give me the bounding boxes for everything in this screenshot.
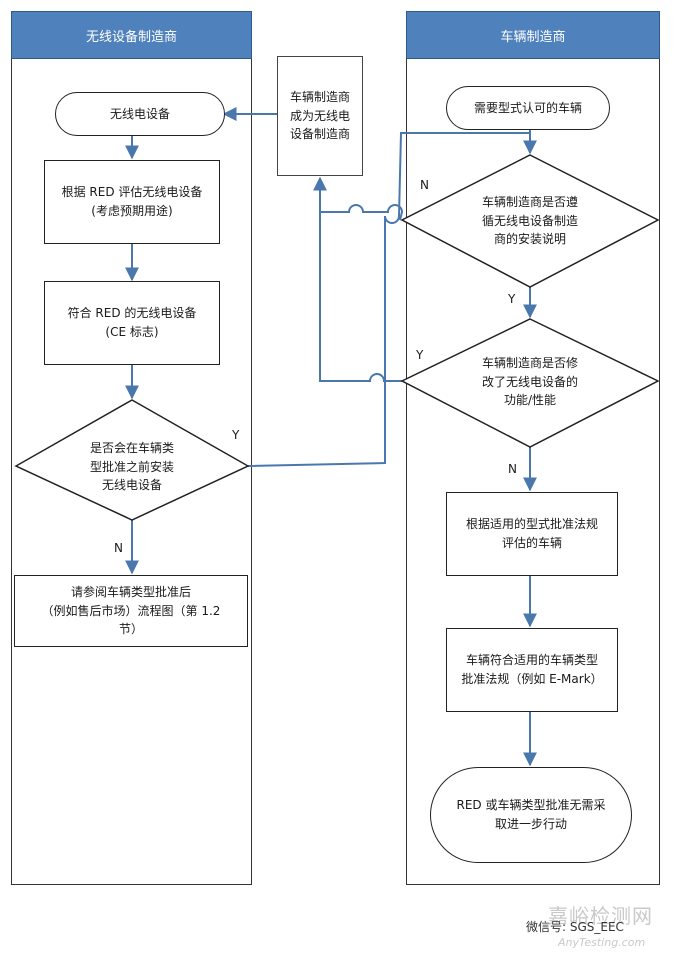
node-vehicle-type-approval: 需要型式认可的车辆 bbox=[446, 86, 610, 130]
lane-title-wireless-manufacturer: 无线设备制造商 bbox=[11, 11, 252, 59]
right-decision1-no: N bbox=[420, 178, 429, 192]
watermark-wechat: 微信号: SGS_EEC bbox=[526, 920, 624, 934]
right-decision2-label: 车辆制造商是否修 改了无线电设备的 功能/性能 bbox=[481, 356, 578, 408]
node-vehicle-compliant: 车辆符合适用的车辆类型 批准法规（例如 E-Mark） bbox=[446, 628, 618, 712]
node-reference-aftermarket: 请参阅车辆类型批准后 （例如售后市场）流程图（第 1.2 节） bbox=[14, 575, 248, 647]
node-radio-equipment: 无线电设备 bbox=[55, 92, 225, 136]
node-no-further-action: RED 或车辆类型批准无需采 取进一步行动 bbox=[430, 767, 632, 863]
left-decision-label: 是否会在车辆类 型批准之前安装 无线电设备 bbox=[89, 441, 174, 493]
watermark-site-en: AnyTesting.com bbox=[558, 936, 646, 949]
right-decision2-no: N bbox=[508, 462, 517, 476]
right-decision2-yes: Y bbox=[416, 348, 424, 362]
right-decision1-label: 车辆制造商是否遵 循无线电设备制造 商的安装说明 bbox=[481, 195, 578, 247]
node-red-compliant: 符合 RED 的无线电设备 (CE 标志) bbox=[44, 281, 220, 365]
node-assess-vehicle: 根据适用的型式批准法规 评估的车辆 bbox=[446, 492, 618, 576]
arrow-decision-yes-to-vehicle bbox=[247, 132, 530, 467]
arrow-decision1-no-to-note bbox=[313, 176, 404, 221]
right-decision1-yes: Y bbox=[508, 292, 516, 306]
arrow-decision2-yes-to-note bbox=[319, 212, 402, 382]
right-decision2-diamond bbox=[400, 318, 660, 448]
left-decision-diamond bbox=[14, 399, 250, 521]
right-decision1-diamond bbox=[400, 154, 660, 288]
lane-title-vehicle-manufacturer: 车辆制造商 bbox=[406, 11, 660, 59]
node-assess-red: 根据 RED 评估无线电设备 (考虑预期用途) bbox=[44, 160, 220, 244]
note-vehicle-becomes-manufacturer: 车辆制造商 成为无线电 设备制造商 bbox=[277, 56, 363, 176]
watermark-site-cn: 嘉峪检测网 bbox=[548, 904, 653, 928]
left-decision-no: N bbox=[114, 541, 123, 555]
left-decision-yes: Y bbox=[232, 428, 240, 442]
